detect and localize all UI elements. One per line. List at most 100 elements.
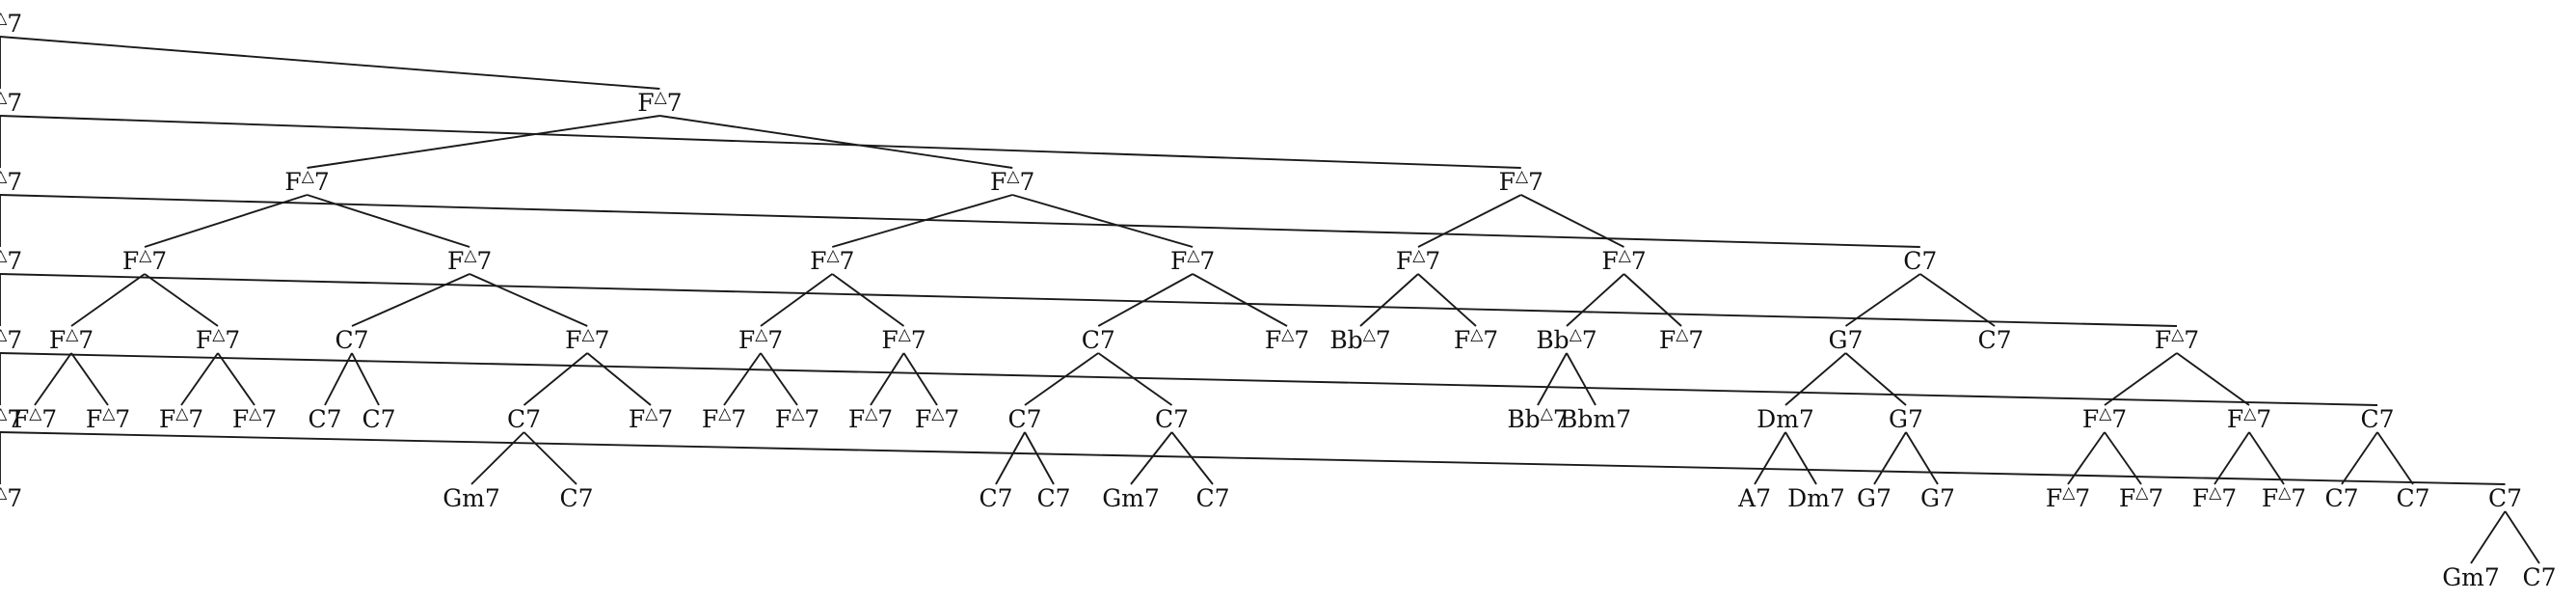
tree-edge: [523, 431, 577, 485]
chord-node: Dm7: [1787, 484, 1845, 512]
tree-edge: [1192, 273, 1288, 327]
chord-node: F△7: [1499, 167, 1543, 196]
tree-edge: [2376, 431, 2414, 485]
tree-edge: [2341, 431, 2378, 485]
chord-node: C7: [1195, 484, 1229, 512]
tree-edge: [2470, 510, 2507, 564]
tree-edge: [1844, 273, 1921, 327]
chord-node: F△7: [0, 246, 22, 275]
chord-node: F△7: [915, 404, 959, 433]
chord-node: G7: [1829, 326, 1864, 354]
chord-node: F△7: [881, 325, 926, 354]
chord-node: F△7: [810, 246, 854, 275]
chord-node: C7: [335, 326, 368, 354]
chord-node: F△7: [0, 325, 22, 354]
chord-node: F△7: [1265, 325, 1309, 354]
chord-node: Dm7: [1757, 405, 1814, 433]
chord-node: C7: [1036, 484, 1070, 512]
tree-edge: [1097, 352, 1173, 406]
tree-edge: [0, 36, 660, 90]
tree-edge: [0, 115, 1521, 169]
tree-edge: [2104, 431, 2142, 485]
tree-edge: [1417, 273, 1477, 327]
chord-node: F△7: [1659, 325, 1704, 354]
tree-edge: [351, 273, 470, 327]
tree-edge: [1170, 431, 1214, 485]
chord-node: A7: [1737, 484, 1771, 512]
chord-node: C7: [1082, 326, 1115, 354]
chord-node: F△7: [0, 88, 22, 117]
chord-node: Bbm7: [1560, 405, 1631, 433]
tree-edge: [470, 431, 525, 485]
tree-edge: [1844, 352, 1907, 406]
tree-edge: [1784, 431, 1817, 485]
chord-node: F△7: [629, 404, 673, 433]
tree-edge: [34, 352, 72, 406]
chord-node: F△7: [565, 325, 609, 354]
chord-node: F△7: [284, 167, 329, 196]
tree-edge: [1024, 431, 1055, 485]
chord-node: F△7: [122, 246, 167, 275]
chord-node: F△7: [990, 167, 1034, 196]
chord-node: C7: [979, 484, 1012, 512]
chord-node: F△7: [1601, 246, 1646, 275]
chord-node: Gm7: [443, 484, 500, 512]
chord-node: F△7: [2046, 483, 2090, 512]
tree-edge: [1011, 194, 1194, 248]
chord-node: F△7: [2119, 483, 2163, 512]
tree-edge: [0, 431, 2506, 485]
tree-edge: [1097, 273, 1194, 327]
tree-edge: [2504, 510, 2540, 564]
chord-node: F△7: [49, 325, 94, 354]
tree-edge: [586, 352, 652, 406]
chord-node: F△7: [0, 483, 22, 512]
tree-edge: [1130, 431, 1173, 485]
chord-node: C7: [2396, 484, 2429, 512]
tree-edge: [1754, 431, 1786, 485]
tree-nodes: F△7F△7F△7F△7F△7F△7F△7F△7F△7F△7F△7C7C7C7F…: [0, 9, 2557, 591]
tree-edge: [0, 352, 2378, 406]
chord-node: F△7: [1454, 325, 1498, 354]
tree-edge: [1784, 352, 1847, 406]
chord-node: F△7: [159, 404, 203, 433]
chord-node: F△7: [2155, 325, 2199, 354]
chord-node: C7: [308, 405, 341, 433]
tree-edge: [1359, 273, 1419, 327]
chord-node: F△7: [738, 325, 783, 354]
tree-edge: [1919, 273, 1996, 327]
tree-edge: [1623, 273, 1682, 327]
chord-node: C7: [559, 484, 593, 512]
tree-edge: [217, 352, 255, 406]
chord-node: F△7: [775, 404, 819, 433]
tree-edge: [1566, 352, 1597, 406]
tree-edge: [2176, 352, 2250, 406]
chord-node: G7: [1857, 484, 1892, 512]
chord-node: C7: [2360, 405, 2394, 433]
chord-node: F△7: [2227, 404, 2271, 433]
tree-edge: [70, 352, 109, 406]
chord-node: Gm7: [1102, 484, 1160, 512]
tree-edge: [831, 273, 905, 327]
chord-node: C7: [2522, 563, 2556, 591]
chord-node: C7: [362, 405, 395, 433]
chord-node: F△7: [2082, 404, 2127, 433]
tree-edge: [659, 115, 1013, 169]
chord-node: C7: [2324, 484, 2358, 512]
chord-node: F△7: [848, 404, 893, 433]
chord-node: F△7: [1396, 246, 1440, 275]
chord-node: Gm7: [2442, 563, 2500, 591]
tree-edge: [902, 352, 938, 406]
tree-edge: [723, 352, 762, 406]
tree-edge: [760, 352, 798, 406]
chord-node: F△7: [0, 404, 22, 433]
chord-node: F△7: [2262, 483, 2306, 512]
tree-edge: [144, 194, 308, 248]
tree-edge: [1537, 352, 1568, 406]
tree-edge: [2104, 352, 2178, 406]
chord-node: Bb△7: [1507, 404, 1568, 433]
tree-edge: [70, 273, 146, 327]
chord-node: F△7: [447, 246, 492, 275]
tree-edge: [307, 194, 470, 248]
chord-node: G7: [1920, 484, 1955, 512]
